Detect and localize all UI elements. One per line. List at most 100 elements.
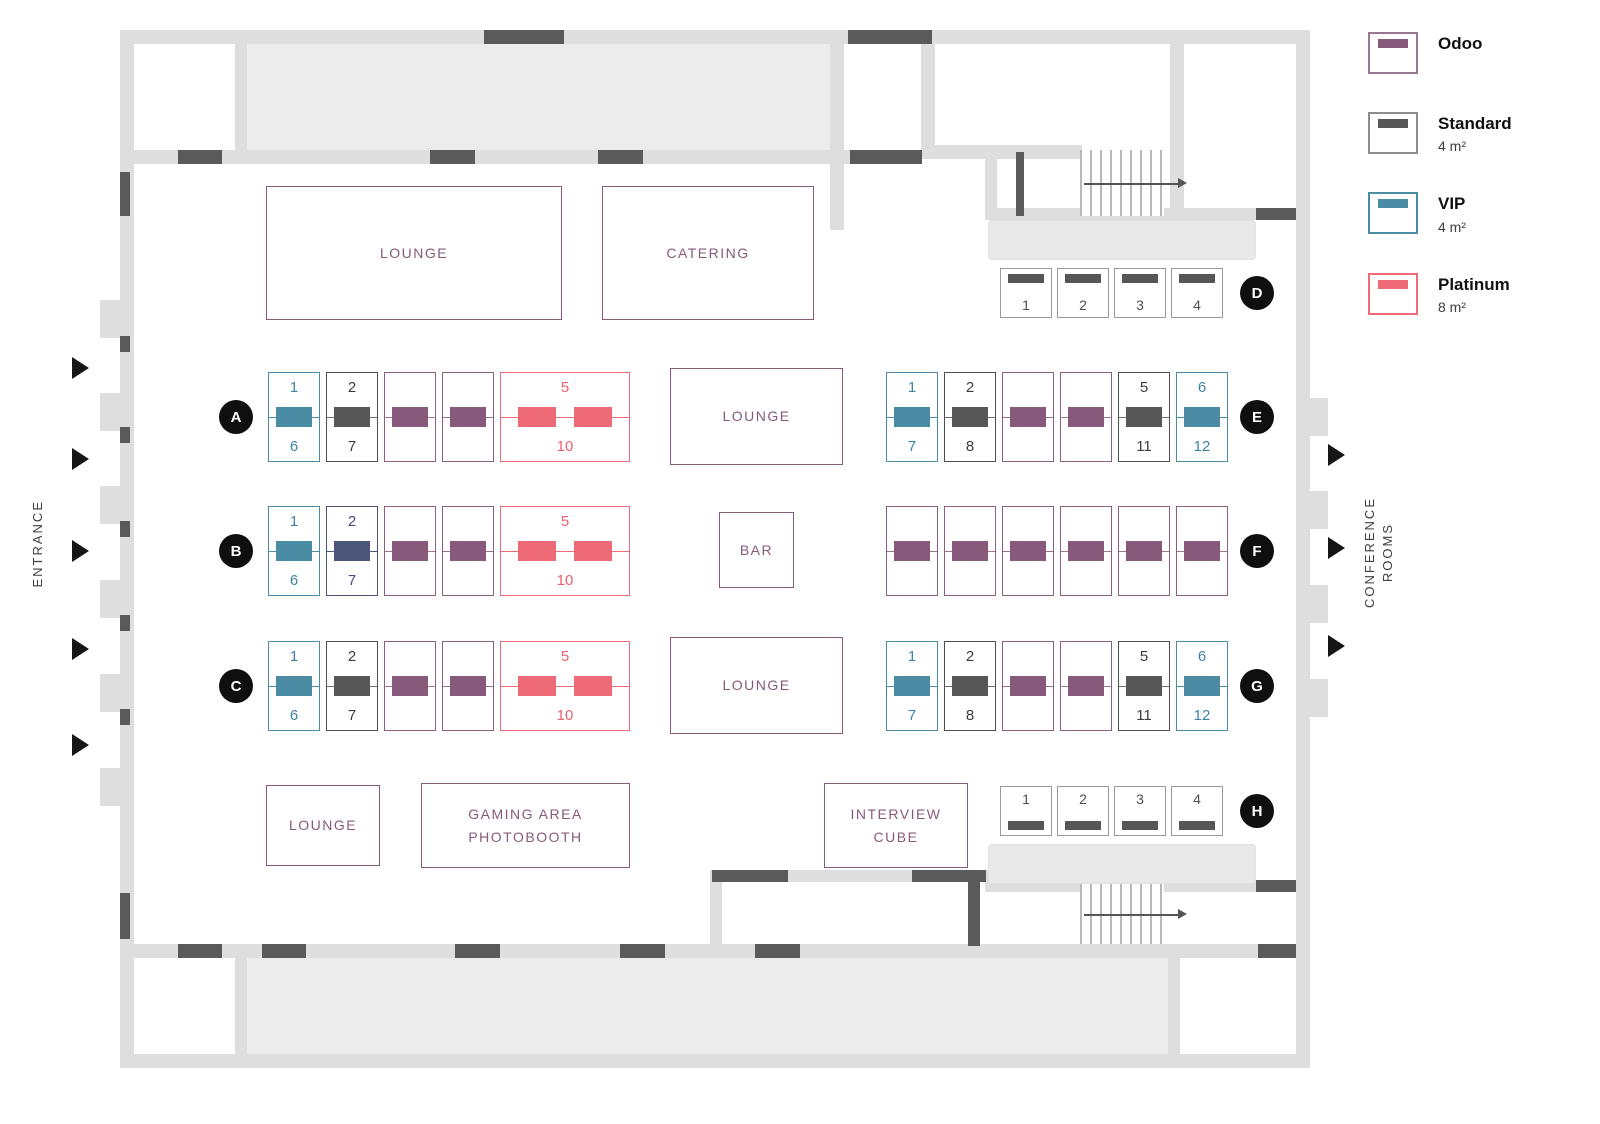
legend-text: VIP 4 m² <box>1438 192 1466 234</box>
odoo-booth-icon <box>1368 32 1418 74</box>
booth-D-3[interactable]: 3 <box>1114 268 1166 318</box>
booth-G-odoo[interactable] <box>1002 641 1054 731</box>
booth-H-1[interactable]: 1 <box>1000 786 1052 836</box>
lounge-area: LOUNGE <box>266 186 562 320</box>
booth-G-odoo[interactable] <box>1060 641 1112 731</box>
booth-table-icon <box>1378 39 1408 48</box>
row-badge-F: F <box>1240 534 1274 568</box>
door-marker <box>178 944 222 958</box>
booth-C-odoo[interactable] <box>384 641 436 731</box>
stairs-arrow-line <box>1084 914 1178 916</box>
booth-C-odoo[interactable] <box>442 641 494 731</box>
booth-D-4[interactable]: 4 <box>1171 268 1223 318</box>
lounge-area: LOUNGE <box>670 637 843 734</box>
door-marker <box>120 172 130 216</box>
row-badge-C: C <box>219 669 253 703</box>
wall-tab <box>100 768 120 806</box>
booth-A-odoo[interactable] <box>384 372 436 462</box>
booth-F-odoo[interactable] <box>1176 506 1228 596</box>
legend: Odoo Standard 4 m² VIP 4 m² Platinum 8 m… <box>1368 32 1512 353</box>
booth-B-odoo[interactable] <box>442 506 494 596</box>
door-marker <box>712 870 788 882</box>
entrance-label: ENTRANCE <box>30 500 45 588</box>
wall <box>1170 30 1184 222</box>
legend-text: Platinum 8 m² <box>1438 273 1510 315</box>
door-marker <box>968 878 980 946</box>
booth-F-odoo[interactable] <box>886 506 938 596</box>
bar-area: BAR <box>719 512 794 588</box>
booth-D-2[interactable]: 2 <box>1057 268 1109 318</box>
staircase <box>1080 884 1187 944</box>
booth-B-odoo[interactable] <box>384 506 436 596</box>
door-marker <box>848 30 932 44</box>
legend-label: Platinum <box>1438 274 1510 294</box>
wall-tab <box>100 393 120 431</box>
row-badge-H: H <box>1240 794 1274 828</box>
legend-label: VIP <box>1438 194 1466 214</box>
corridor <box>988 844 1256 884</box>
door-marker <box>455 944 500 958</box>
booth-F-odoo[interactable] <box>1118 506 1170 596</box>
booth-E-odoo[interactable] <box>1060 372 1112 462</box>
gaming-photobooth-area: GAMING AREA PHOTOBOOTH <box>421 783 630 868</box>
lounge-area: LOUNGE <box>266 785 380 866</box>
entrance-arrow-icon <box>72 734 89 756</box>
booth-E-odoo[interactable] <box>1002 372 1054 462</box>
vip-booth-icon <box>1368 192 1418 235</box>
conference-arrow-icon <box>1328 444 1345 466</box>
door-marker <box>912 870 986 882</box>
wall <box>710 870 722 956</box>
door-marker <box>1258 944 1296 958</box>
wall <box>985 152 997 220</box>
legend-label: Odoo <box>1438 34 1483 53</box>
interview-cube-area: INTERVIEW CUBE <box>824 783 968 868</box>
wall-tab <box>100 486 120 524</box>
platinum-booth-icon <box>1368 272 1418 315</box>
booth-H-2[interactable]: 2 <box>1057 786 1109 836</box>
stairs-arrow-icon <box>1178 909 1187 919</box>
door-marker <box>1256 208 1296 220</box>
wall-tab <box>100 580 120 618</box>
wall <box>120 30 1310 44</box>
conference-rooms-label-line1: CONFERENCE <box>1362 497 1377 609</box>
stairs-arrow-line <box>1084 183 1178 185</box>
booth-F-odoo[interactable] <box>1060 506 1112 596</box>
booth-H-3[interactable]: 3 <box>1114 786 1166 836</box>
legend-size: 4 m² <box>1438 218 1466 235</box>
floor-area <box>247 958 1168 1054</box>
wall <box>120 1054 1310 1068</box>
legend-item-standard: Standard 4 m² <box>1368 112 1512 154</box>
legend-text: Odoo <box>1438 32 1482 54</box>
booth-F-odoo[interactable] <box>1002 506 1054 596</box>
legend-item-odoo: Odoo <box>1368 32 1512 74</box>
booth-H-4[interactable]: 4 <box>1171 786 1223 836</box>
booth-D-1[interactable]: 1 <box>1000 268 1052 318</box>
entrance-arrow-icon <box>72 638 89 660</box>
booth-F-odoo[interactable] <box>944 506 996 596</box>
booth-A-odoo[interactable] <box>442 372 494 462</box>
booth-table-icon <box>1378 119 1408 128</box>
